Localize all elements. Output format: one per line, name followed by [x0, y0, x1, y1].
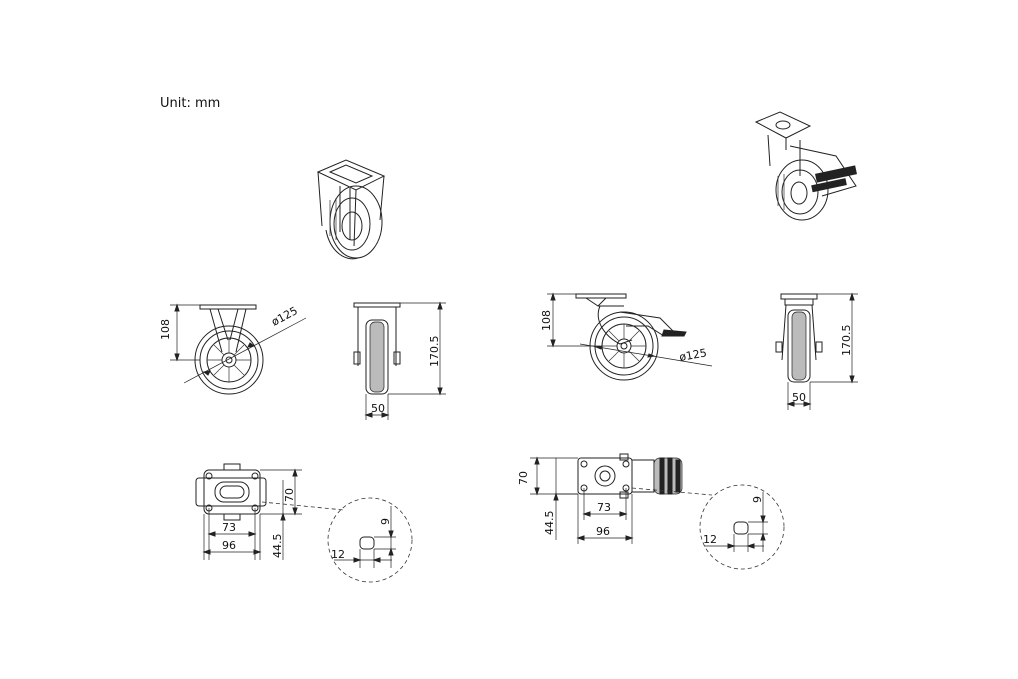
fixed-front-height-label: 170.5	[428, 336, 441, 368]
fixed-caster-iso-view	[316, 159, 386, 260]
swivel-caster-side-view: 108 ø125	[540, 292, 713, 381]
swivel-caster-iso-view	[754, 111, 857, 221]
swivel-offset-label: 44.5	[543, 511, 556, 536]
swivel-plate-depth-label: 70	[517, 471, 530, 485]
swivel-caster-front-view: 170.5 50	[775, 292, 858, 410]
swivel-front-width-label: 50	[792, 391, 806, 404]
fixed-plate-depth-label: 70	[283, 488, 296, 502]
fixed-caster-front-view: 170.5 50	[353, 301, 446, 420]
fixed-front-width-label: 50	[371, 402, 385, 415]
fixed-side-height-label: 108	[159, 319, 172, 340]
swivel-hole-spacing-label: 73	[597, 501, 611, 514]
fixed-plate-width-label: 96	[222, 539, 236, 552]
swivel-front-height-label: 170.5	[840, 325, 853, 357]
swivel-slot-width-label: 9	[751, 496, 764, 503]
fixed-caster-top-view: 70 44.5 73 96 12 9	[195, 463, 413, 583]
fixed-wheel-diameter-label: ø125	[269, 304, 300, 328]
fixed-offset-label: 44.5	[271, 534, 284, 559]
fixed-slot-width-label: 9	[379, 518, 392, 525]
fixed-caster-side-view: 108 ø125	[159, 303, 307, 395]
fixed-hole-spacing-label: 73	[222, 521, 236, 534]
unit-label: Unit: mm	[160, 96, 220, 111]
swivel-wheel-diameter-label: ø125	[678, 346, 708, 364]
fixed-slot-length-label: 12	[331, 548, 345, 561]
swivel-plate-width-label: 96	[596, 525, 610, 538]
swivel-caster-top-view: 70 44.5 73 96 12 9	[517, 453, 785, 570]
swivel-side-height-label: 108	[540, 310, 553, 331]
swivel-slot-length-label: 12	[703, 533, 717, 546]
